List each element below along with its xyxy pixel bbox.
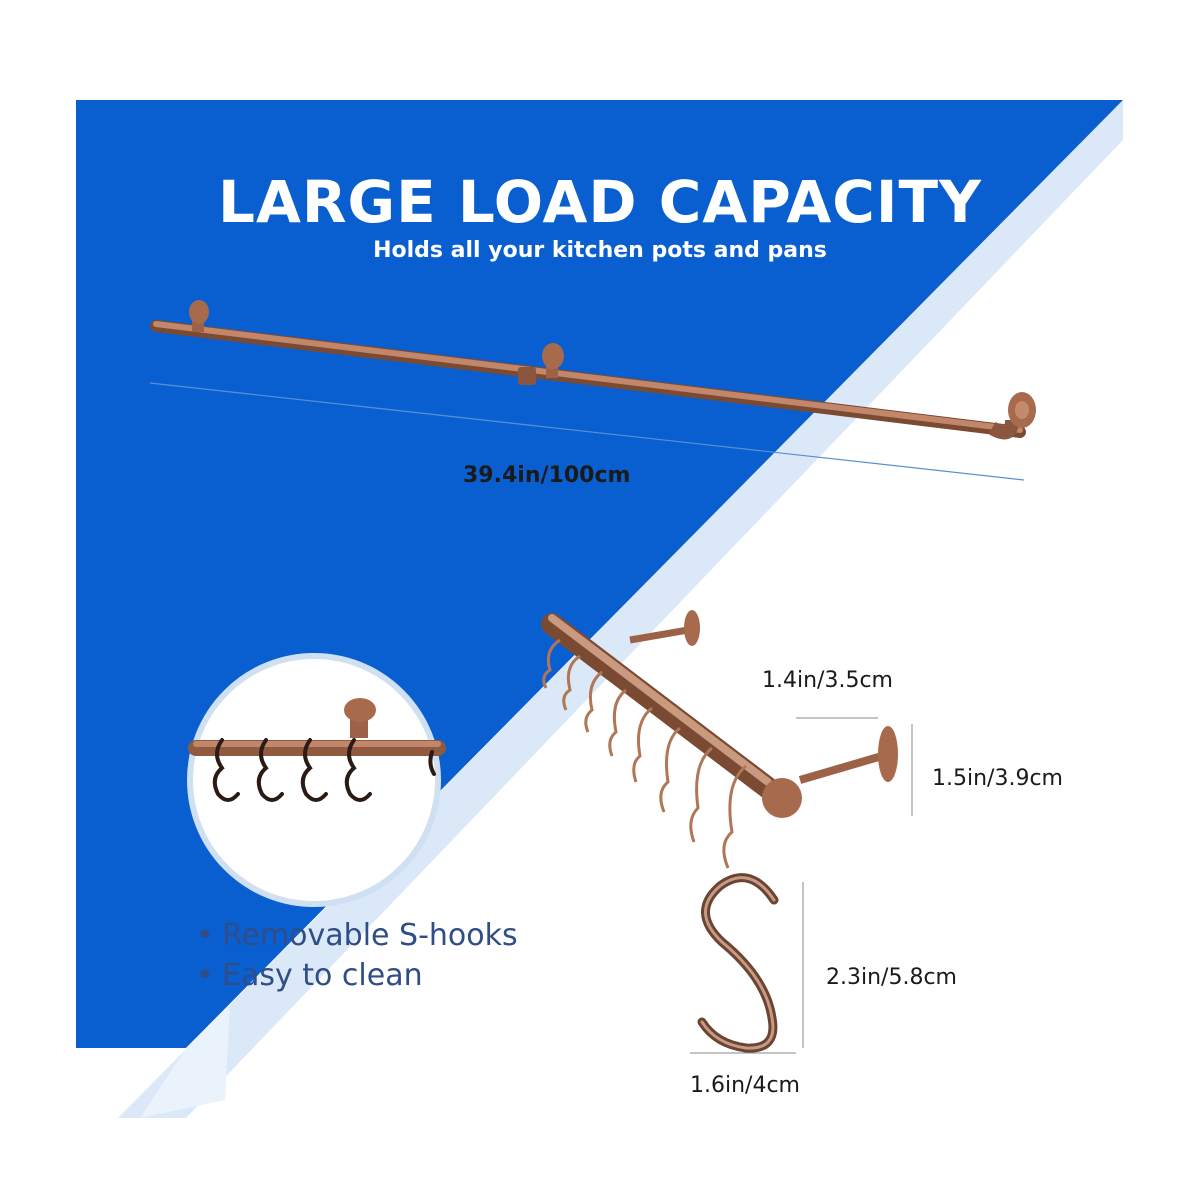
light-edge — [140, 1004, 230, 1118]
rail-dimension-line — [149, 382, 1025, 481]
rail-length-label: 39.4in/100cm — [463, 463, 631, 488]
hook-height-label: 2.3in/5.8cm — [826, 965, 957, 990]
headline-subtitle: Holds all your kitchen pots and pans — [373, 238, 827, 263]
hook-width-label: 1.6in/4cm — [690, 1073, 800, 1098]
wall-rail-illustration — [150, 300, 1036, 440]
bullet-icon: • — [196, 958, 214, 993]
hooks-zoom-circle — [187, 653, 446, 907]
bracket-depth-label: 1.4in/3.5cm — [762, 668, 893, 693]
feature-item-easy-clean: •Easy to clean — [196, 958, 423, 993]
bracket-height-label: 1.5in/3.9cm — [932, 766, 1063, 791]
headline-title: LARGE LOAD CAPACITY — [217, 168, 983, 236]
rail-with-hooks-illustration — [541, 610, 898, 869]
feature-text: Removable S-hooks — [222, 918, 518, 953]
s-hook-illustration — [697, 873, 779, 1053]
feature-text: Easy to clean — [222, 958, 423, 993]
bullet-icon: • — [196, 918, 214, 953]
feature-item-removable-hooks: •Removable S-hooks — [196, 918, 518, 953]
